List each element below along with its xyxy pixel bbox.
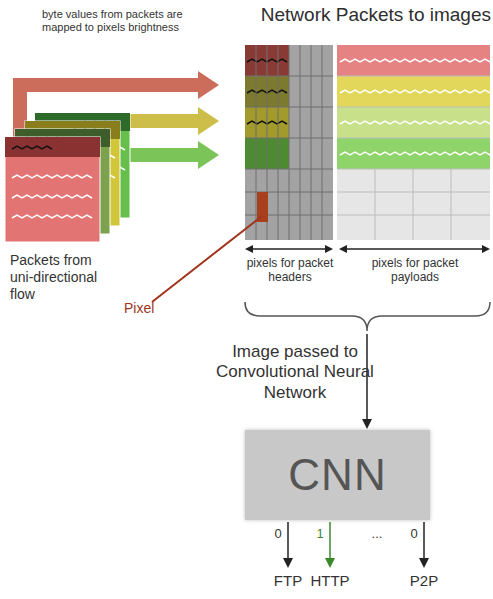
callout-label: Pixel [124, 300, 174, 317]
output-value: ... [362, 526, 392, 542]
packet-image-grid [245, 45, 493, 240]
red-arrow-head [198, 71, 219, 99]
pixel-leader-line [152, 216, 262, 302]
class-label: HTTP [300, 572, 360, 590]
grid-lines [245, 45, 333, 240]
yellow-arrow-head [198, 107, 219, 135]
packet-card [5, 137, 100, 242]
diagram-title: Network Packets to images [246, 4, 491, 27]
class-label: P2P [394, 572, 454, 590]
node-label: CNN [288, 450, 386, 500]
packet-stack [5, 113, 130, 242]
output-arrows [283, 522, 429, 568]
process-box: CNN [245, 430, 430, 520]
payload-pixels [337, 45, 490, 240]
green-arrow-head [198, 141, 219, 169]
payload-grid-lines [337, 76, 490, 240]
output-value: 0 [406, 526, 422, 542]
flow-arrow-head [362, 419, 372, 429]
note: byte values from packets are mapped to p… [42, 8, 212, 34]
output-value: 0 [270, 526, 286, 542]
output-value: 1 [312, 526, 328, 542]
caption-text: Packets from uni-directional flow [10, 252, 118, 302]
brace [245, 302, 490, 331]
header-pixels [245, 45, 333, 240]
dimension-label: pixels for packet payloads [350, 256, 480, 285]
class-label: FTP [258, 572, 318, 590]
dimension-label: pixels for packet headers [240, 256, 340, 285]
step-label: Image passed to Convolutional Neural Net… [215, 342, 375, 403]
width-arrows [245, 245, 490, 253]
